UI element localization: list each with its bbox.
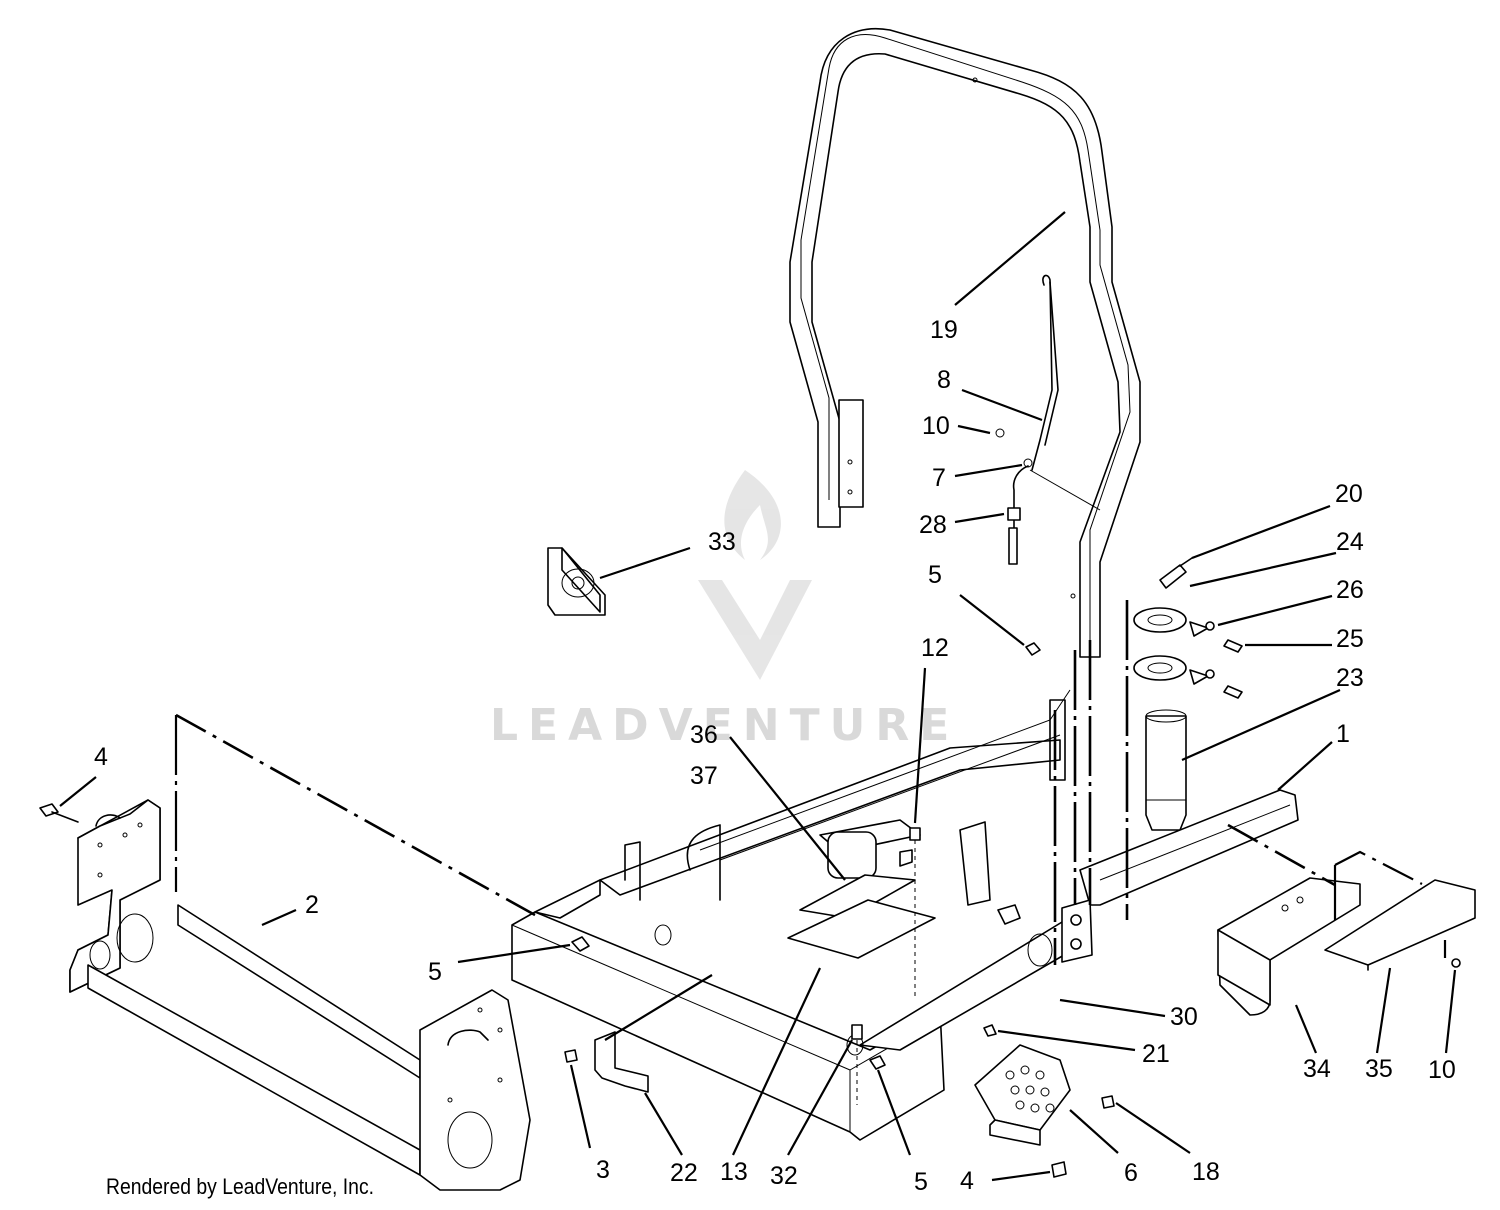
callout-19: 19 — [930, 316, 958, 344]
assembly-line-front — [175, 713, 536, 917]
bolt-4b — [1051, 1161, 1067, 1178]
callout-34: 34 — [1303, 1055, 1331, 1083]
callout-24: 24 — [1336, 528, 1364, 556]
main-frame — [511, 689, 1299, 1141]
watermark-logo — [698, 470, 812, 680]
callout-6: 6 — [1124, 1159, 1138, 1187]
nuts — [571, 642, 1041, 1070]
callout-35: 35 — [1365, 1055, 1393, 1083]
callout-25: 25 — [1336, 625, 1364, 653]
callout-21: 21 — [1142, 1040, 1170, 1068]
callout-5: 5 — [428, 958, 442, 986]
rear-cover — [1217, 877, 1361, 1016]
render-credit: Rendered by LeadVenture, Inc. — [106, 1174, 375, 1199]
mount-bracket — [547, 547, 606, 616]
assembly-line-rear2 — [1334, 850, 1423, 885]
callout-28: 28 — [919, 511, 947, 539]
callout-8: 8 — [937, 366, 951, 394]
callout-2: 2 — [305, 891, 319, 919]
callout-10: 10 — [922, 412, 950, 440]
spacer-32 — [851, 1024, 863, 1105]
callout-4: 4 — [94, 743, 108, 771]
callout-4: 4 — [960, 1167, 974, 1195]
fastener-10 — [1451, 958, 1461, 968]
callout-10: 10 — [1428, 1056, 1456, 1084]
bolt-18 — [1101, 1095, 1115, 1109]
bolt-front — [39, 803, 79, 823]
callout-36: 36 — [690, 721, 718, 749]
callout-22: 22 — [670, 1159, 698, 1187]
callout-20: 20 — [1335, 480, 1363, 508]
callout-26: 26 — [1336, 576, 1364, 604]
callout-33: 33 — [708, 528, 736, 556]
callout-37: 37 — [690, 762, 718, 790]
callout-1: 1 — [1336, 720, 1350, 748]
callout-30: 30 — [1170, 1003, 1198, 1031]
callout-7: 7 — [932, 464, 946, 492]
decal-plates — [787, 874, 936, 959]
callout-5: 5 — [928, 561, 942, 589]
callout-32: 32 — [770, 1162, 798, 1190]
callout-13: 13 — [720, 1158, 748, 1186]
latch-rod — [995, 274, 1101, 531]
roll-bar — [789, 28, 1141, 658]
bracket-22 — [594, 1031, 649, 1093]
assembly-line-rear — [1227, 823, 1336, 887]
hitch-pin — [1007, 507, 1021, 565]
callout-labels: 19 8 10 7 28 20 24 26 25 33 5 12 23 36 3… — [94, 316, 1456, 1196]
callout-18: 18 — [1192, 1158, 1220, 1186]
step-plate — [974, 1044, 1071, 1146]
rear-plate — [1324, 879, 1476, 971]
bolt-12 — [909, 827, 921, 1000]
callout-12: 12 — [921, 634, 949, 662]
front-bumper — [69, 799, 531, 1191]
watermark-text: LEADVENTURE — [490, 700, 959, 751]
bolt-3 — [564, 1049, 578, 1063]
callout-23: 23 — [1336, 664, 1364, 692]
callout-3: 3 — [596, 1156, 610, 1184]
callout-5: 5 — [914, 1168, 928, 1196]
pivot-hardware — [1133, 557, 1243, 831]
leader-lines — [59, 211, 1457, 1182]
